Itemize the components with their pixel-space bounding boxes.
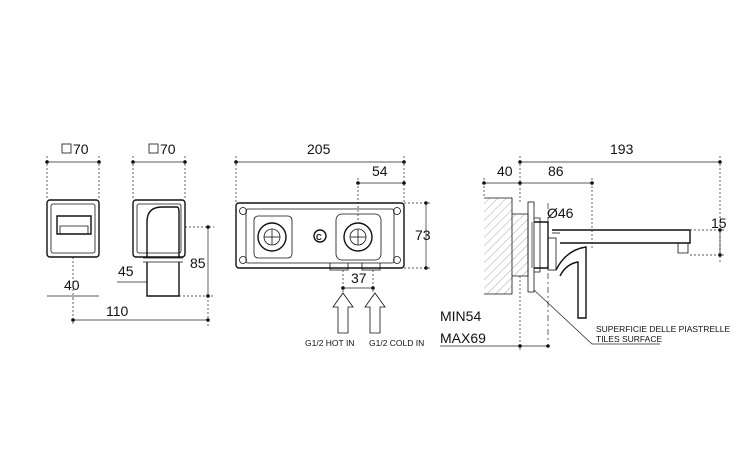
inlet-spacing-dim: 37 <box>351 270 367 286</box>
tiles-label-it: SUPERFICIE DELLE PIASTRELLE <box>596 324 730 334</box>
cold-arrow-icon <box>364 292 386 334</box>
front-width-dim: 40 <box>64 277 80 293</box>
spout-height-dim: 15 <box>711 215 727 231</box>
side-square-dim: 70 <box>160 141 176 157</box>
side-view: 70 45 85 110 <box>71 141 214 326</box>
wall-depth-dim: 40 <box>497 163 513 179</box>
box-width-dim: 205 <box>307 141 331 157</box>
cold-inlet-label: G1/2 COLD IN <box>369 338 424 348</box>
spout-section-view: 193 40 86 Ø46 15 MIN54 MAX69 SUPERFICIE … <box>440 141 730 352</box>
diameter-dim: Ø46 <box>547 205 574 221</box>
spout-body-dim: 86 <box>548 163 564 179</box>
front-view: 70 40 <box>45 141 101 298</box>
side-offset-dim: 45 <box>118 263 134 279</box>
min-label: MIN54 <box>440 308 481 324</box>
side-height-dim: 85 <box>190 255 206 271</box>
spout-total-dim: 193 <box>610 141 634 157</box>
box-half-dim: 54 <box>372 163 388 179</box>
hot-inlet-label: G1/2 HOT IN <box>305 338 354 348</box>
max-label: MAX69 <box>440 330 486 346</box>
total-depth-dim: 110 <box>106 303 129 319</box>
tiles-label-en: TILES SURFACE <box>596 334 662 344</box>
box-height-dim: 73 <box>415 227 431 243</box>
front-square-dim: 70 <box>73 141 89 157</box>
hot-arrow-icon <box>332 292 354 334</box>
svg-text:C: C <box>316 233 322 242</box>
box-view: C 205 54 73 37 G1/2 HOT I <box>234 141 432 348</box>
